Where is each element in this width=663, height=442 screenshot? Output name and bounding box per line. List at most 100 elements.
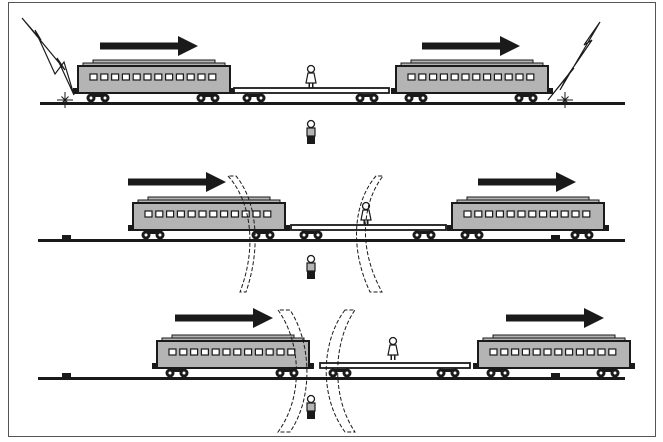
car-window xyxy=(200,348,209,356)
motion-arrow xyxy=(128,172,226,192)
car-window xyxy=(179,348,188,356)
light-wavefront xyxy=(226,175,256,293)
wheel-hub xyxy=(463,233,467,237)
flash-ray xyxy=(64,96,69,101)
car-window xyxy=(571,210,580,218)
coupler xyxy=(128,225,133,231)
car-window xyxy=(495,210,504,218)
car-window xyxy=(143,73,152,81)
track xyxy=(40,102,625,105)
car-window xyxy=(187,210,196,218)
truck xyxy=(518,94,534,97)
track xyxy=(38,239,625,242)
wheel-hub xyxy=(503,371,507,375)
legs xyxy=(307,411,315,419)
car-window xyxy=(608,348,617,356)
car-window xyxy=(506,210,515,218)
car-window xyxy=(500,348,509,356)
arrow-head xyxy=(253,308,273,328)
car-window xyxy=(504,73,513,81)
wheel-hub xyxy=(345,371,349,375)
car-window xyxy=(511,348,520,356)
flash-ray xyxy=(61,96,66,101)
car-window xyxy=(222,348,231,356)
coupler xyxy=(309,363,314,369)
car-window xyxy=(211,348,220,356)
coupler xyxy=(230,88,235,94)
passenger-car xyxy=(73,59,235,103)
passenger-woman xyxy=(387,336,399,360)
car-window xyxy=(241,210,250,218)
leg xyxy=(394,355,396,360)
wheel-hub xyxy=(268,233,272,237)
car-window xyxy=(597,348,606,356)
arrow-shaft xyxy=(506,314,586,322)
car-window xyxy=(564,348,574,356)
passenger-car xyxy=(391,59,553,103)
car-window xyxy=(132,73,141,81)
car-window xyxy=(586,348,595,356)
leg xyxy=(312,83,314,88)
wheel-hub xyxy=(489,371,493,375)
flatcar-deck xyxy=(319,362,471,369)
wheel-hub xyxy=(89,96,93,100)
head xyxy=(306,119,316,129)
truck xyxy=(246,94,262,97)
car-window xyxy=(186,73,195,81)
car-window xyxy=(209,210,218,218)
motion-arrow xyxy=(422,36,520,56)
wheel-hub xyxy=(278,371,282,375)
wheel-hub xyxy=(372,96,376,100)
car-window xyxy=(493,73,502,81)
car-window xyxy=(483,73,492,81)
wheel-hub xyxy=(245,96,249,100)
car-window xyxy=(461,73,470,81)
wheel-hub xyxy=(587,233,591,237)
wheel-hub xyxy=(613,371,617,375)
car-window xyxy=(263,210,272,218)
car-window xyxy=(110,73,120,81)
passenger-car xyxy=(128,196,290,240)
car-window xyxy=(554,348,563,356)
truck xyxy=(200,94,216,97)
car-window xyxy=(582,210,591,218)
leg xyxy=(363,220,365,225)
flatcar-deck xyxy=(233,87,390,94)
car-window xyxy=(474,210,483,218)
wheel-hub xyxy=(429,233,433,237)
wheel-hub xyxy=(573,233,577,237)
truck xyxy=(440,369,456,372)
car-window xyxy=(176,210,185,218)
car-window xyxy=(418,73,427,81)
car-window xyxy=(197,73,206,81)
wheel-hub xyxy=(531,96,535,100)
ground-marker xyxy=(62,235,71,242)
wheel-hub xyxy=(168,371,172,375)
truck xyxy=(145,231,161,234)
coupler xyxy=(285,225,290,231)
arrow-head xyxy=(206,172,226,192)
car-window xyxy=(532,348,541,356)
head xyxy=(306,64,316,74)
flash-ray xyxy=(61,99,66,104)
wheel-hub xyxy=(213,96,217,100)
legs xyxy=(307,136,315,144)
wheel-hub xyxy=(316,233,320,237)
observer-man xyxy=(306,394,316,419)
truck xyxy=(255,231,271,234)
observer-man xyxy=(306,119,316,144)
car-window xyxy=(121,73,131,81)
dress xyxy=(305,72,317,84)
car-window xyxy=(220,210,229,218)
flash-ray xyxy=(561,96,566,101)
leg xyxy=(390,355,392,360)
car-window xyxy=(543,348,552,356)
passenger-car xyxy=(447,196,609,240)
flash-ray xyxy=(564,96,569,101)
flash-ray xyxy=(564,99,569,104)
coupler xyxy=(447,225,452,231)
car-window xyxy=(175,73,184,81)
car-window xyxy=(515,73,524,81)
car-window xyxy=(517,210,526,218)
track xyxy=(38,377,625,380)
